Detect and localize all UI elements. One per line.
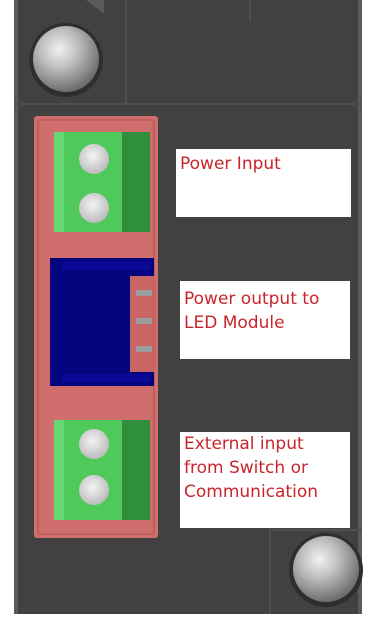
label-external-input: External input from Switch or Communicat…	[180, 432, 350, 528]
label-power-input: Power Input	[176, 149, 351, 217]
housing-left-edge	[14, 0, 18, 614]
housing-right-edge	[358, 0, 362, 614]
label-power-output: Power output to LED Module	[180, 281, 350, 359]
housing-corner-notch	[86, 0, 104, 14]
terminal-block-icon	[54, 420, 150, 520]
socket-icon	[50, 258, 156, 386]
terminal-block-icon	[54, 132, 150, 232]
screw-icon	[289, 533, 363, 607]
screw-icon	[29, 23, 103, 97]
